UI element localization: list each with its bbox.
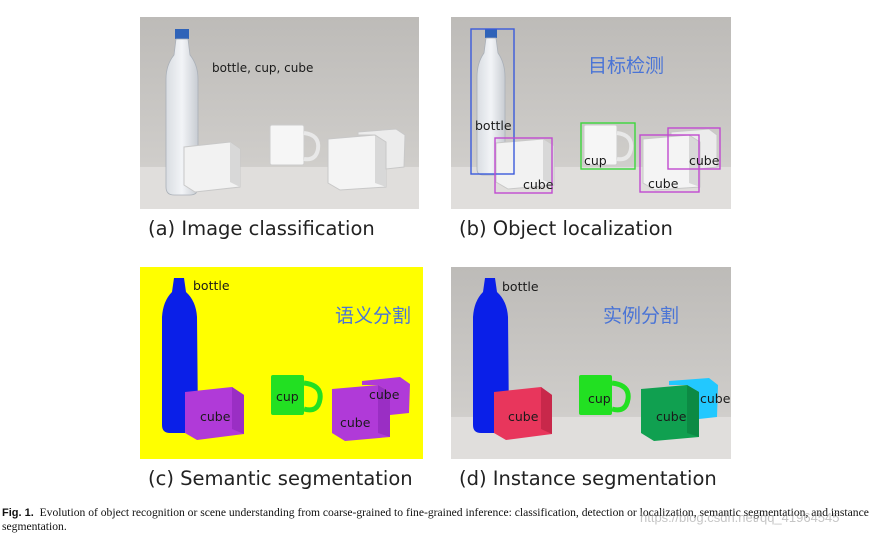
panel-semantic-segmentation: 语义分割 bottle cube cup cube cube	[140, 267, 423, 459]
caption-d: (d) Instance segmentation	[459, 467, 717, 490]
caption-c: (c) Semantic segmentation	[148, 467, 413, 490]
bbox-cube-1	[494, 137, 553, 194]
caption-b: (b) Object localization	[459, 217, 673, 240]
caption-a: (a) Image classification	[148, 217, 375, 240]
label-cube-3: cube	[689, 153, 720, 168]
mask-cube-2	[332, 385, 390, 441]
mask-cube-3	[362, 377, 410, 415]
inst-mask-cup	[579, 375, 612, 415]
sem-label-cube-3: cube	[369, 387, 400, 402]
label-bottle: bottle	[475, 118, 512, 133]
inst-mask-cube-2	[641, 385, 699, 441]
watermark-url: https://blog.csdn.net/qq_41964545	[640, 510, 840, 525]
panel-instance-segmentation: 实例分割 bottle cube cup cube cube	[451, 267, 731, 459]
cup	[269, 124, 305, 166]
sem-label-bottle: bottle	[193, 278, 230, 293]
title-instance-segmentation: 实例分割	[603, 305, 680, 327]
label-cube-2: cube	[648, 176, 679, 191]
semantic-mask	[140, 267, 423, 459]
sem-label-cup: cup	[276, 389, 299, 404]
bbox-cube-3	[667, 127, 721, 170]
title-semantic-segmentation: 语义分割	[335, 305, 412, 327]
bottle-cap	[175, 29, 189, 39]
bbox-cup	[580, 122, 636, 170]
inst-label-cube-3: cube	[700, 391, 731, 406]
figure-caption-label: Fig. 1.	[2, 507, 34, 519]
cube-3	[357, 128, 406, 170]
instance-mask	[451, 267, 731, 459]
mask-cup	[271, 375, 304, 415]
photo-scene-b	[451, 17, 731, 209]
figure-caption-text: Evolution of object recognition or scene…	[2, 506, 869, 533]
label-cube-1: cube	[523, 177, 554, 192]
panel-image-classification: bottle, cup, cube	[140, 17, 419, 209]
mask-cube-1	[185, 387, 244, 440]
title-object-detection: 目标检测	[588, 55, 665, 77]
sem-label-cube-1: cube	[200, 409, 231, 424]
bbox-bottle	[470, 28, 515, 175]
sem-label-cube-2: cube	[340, 415, 371, 430]
panel-object-localization: 目标检测 bottle cup cube cube cube	[451, 17, 731, 209]
inst-label-cube-1: cube	[508, 409, 539, 424]
inst-label-bottle: bottle	[502, 279, 539, 294]
photo-scene-a	[140, 17, 419, 209]
inst-mask-cube-3	[669, 378, 718, 419]
bbox-cube-2	[639, 134, 700, 193]
figure-caption: Fig. 1. Evolution of object recognition …	[2, 506, 886, 534]
inst-mask-cube-1	[494, 387, 552, 440]
label-cup: cup	[584, 153, 607, 168]
inst-label-cube-2: cube	[656, 409, 687, 424]
inst-label-cup: cup	[588, 391, 611, 406]
classification-label: bottle, cup, cube	[212, 61, 314, 75]
